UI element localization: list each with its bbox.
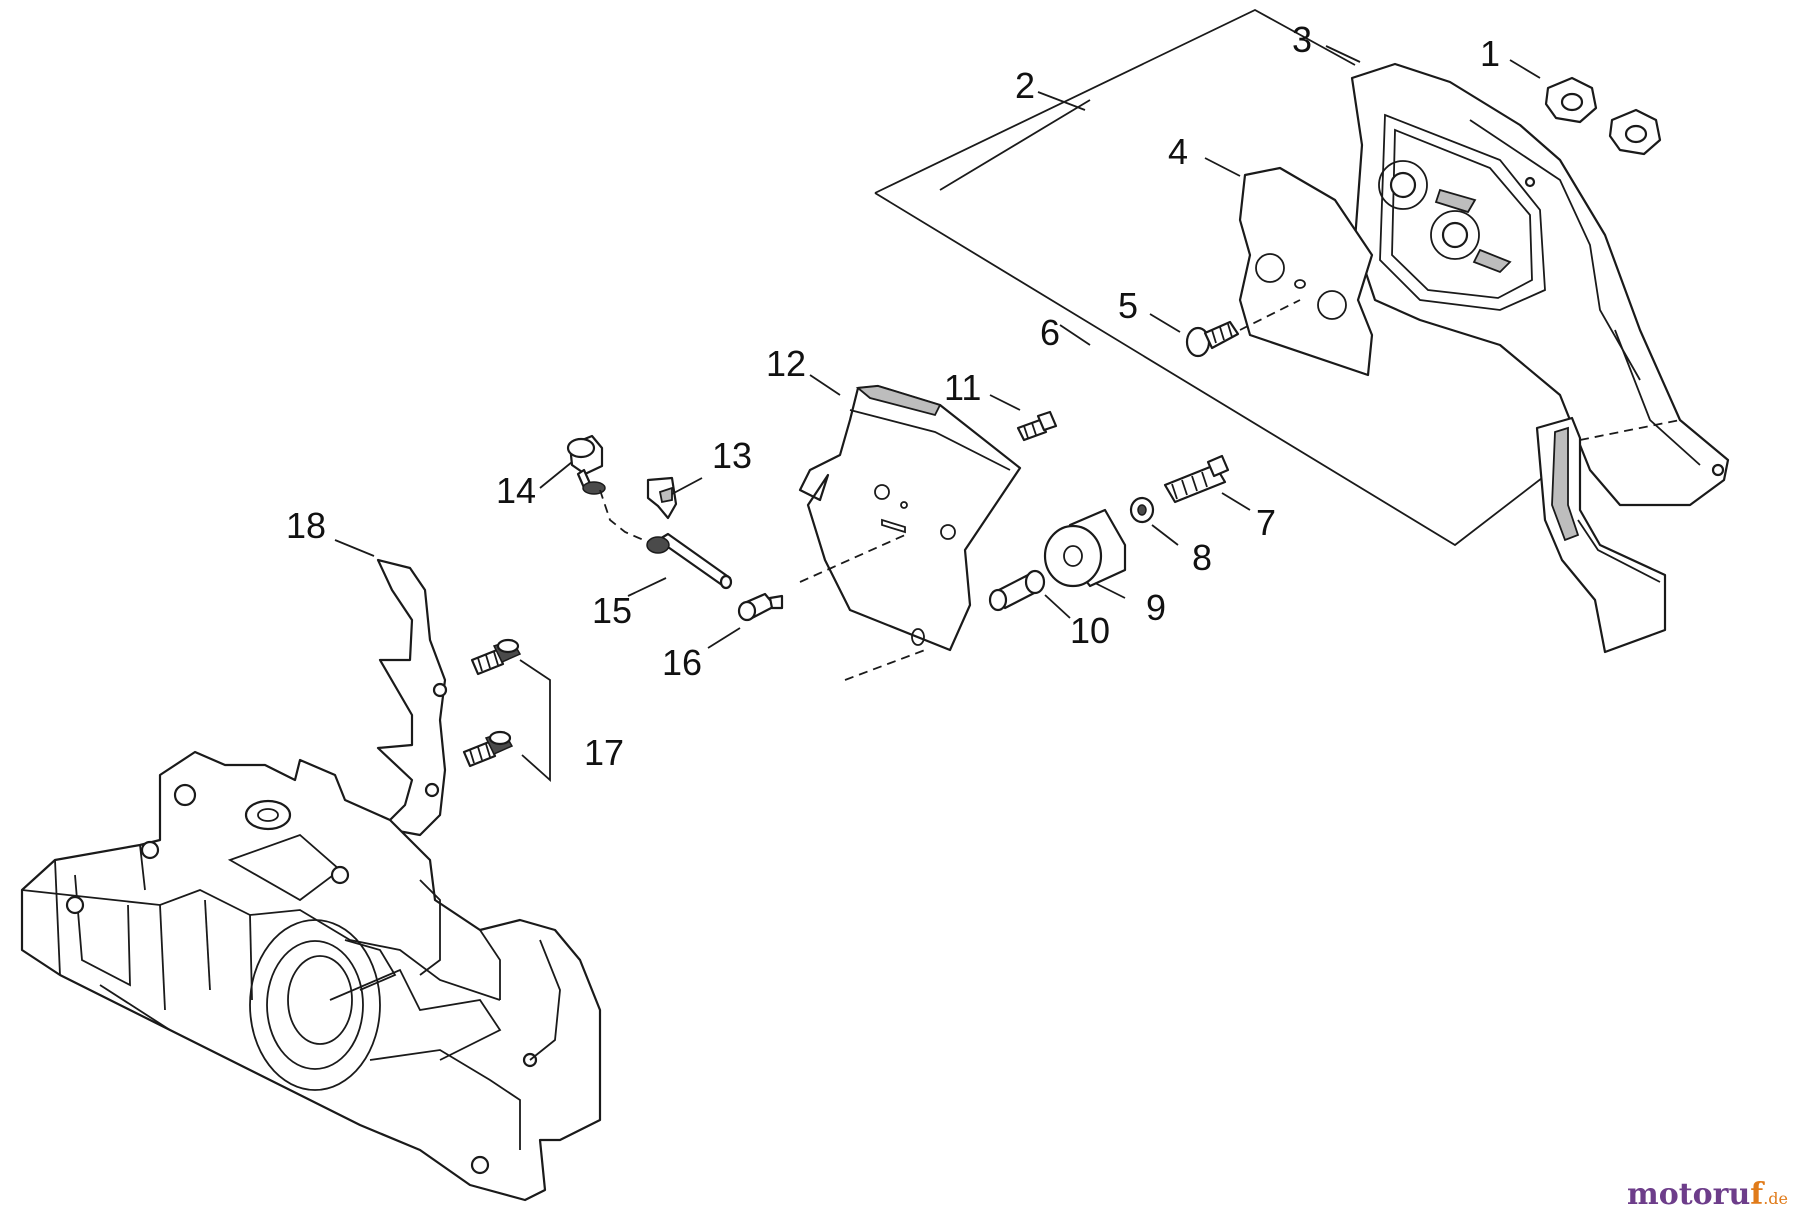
knob-14 [566,434,606,495]
callout-8: 8 [1192,537,1212,578]
assembly-axis-line [599,489,656,546]
pin-15 [646,532,733,590]
assembly-bracket-lines [874,8,1556,547]
crankcase-housing [20,750,602,1202]
callout-14: 14 [496,470,536,511]
screw-17 [462,730,514,768]
callout-bracket [519,659,551,783]
callout-18: 18 [286,505,326,546]
callout-13: 13 [712,435,752,476]
callout-7: 7 [1256,502,1276,543]
washer-8 [1129,496,1155,524]
cover-nut [1544,76,1598,124]
screw-11 [1016,410,1058,442]
watermark-accent: f [1750,1177,1764,1212]
screw-17 [470,638,522,676]
callout-17: 17 [584,732,624,773]
callout-6: 6 [1040,312,1060,353]
bucking-spike [376,558,448,837]
callout-labels: 1 2 3 4 5 6 7 8 9 10 11 12 13 14 15 16 1… [286,19,1500,773]
callout-5: 5 [1118,285,1138,326]
screw-5 [1185,299,1301,358]
watermark-main: motoru [1627,1177,1751,1212]
sprocket-cover [1350,62,1730,507]
watermark-tld: .de [1763,1189,1788,1208]
chain-guide-rail [1535,416,1681,654]
callout-2: 2 [1015,65,1035,106]
callout-12: 12 [766,343,806,384]
callout-4: 4 [1168,131,1188,172]
inner-guide-plate [1238,166,1374,377]
assembly-axis-line [799,534,906,583]
watermark-logo: motoruf.de [1627,1177,1788,1212]
cover-nut [1608,108,1662,156]
callout-1: 1 [1480,33,1500,74]
callout-15: 15 [592,590,632,631]
callout-16: 16 [662,642,702,683]
callout-11: 11 [944,367,981,408]
stud-16 [737,592,784,622]
chain-plate [798,384,1022,652]
callout-3: 3 [1292,19,1312,60]
assembly-axis-line [844,649,926,681]
sleeve-10 [988,569,1046,612]
clip-13 [646,476,678,520]
callout-9: 9 [1146,587,1166,628]
leader-lines [334,45,1541,649]
callout-10: 10 [1070,610,1110,651]
spacer-9 [1043,508,1127,588]
bolt-7 [1163,454,1230,504]
